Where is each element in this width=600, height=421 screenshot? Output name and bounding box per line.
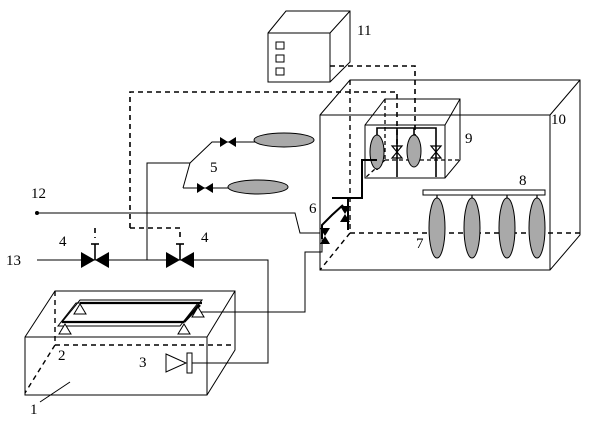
inner-valve-icon (390, 145, 404, 159)
label-2: 2 (58, 348, 66, 364)
label-11: 11 (357, 23, 371, 39)
label-7: 7 (416, 236, 424, 252)
hanging-rail (422, 189, 546, 196)
label-4a: 4 (59, 234, 67, 250)
gas-cylinder (428, 197, 446, 259)
gas-cylinder (498, 197, 516, 259)
label-8: 8 (519, 173, 527, 189)
gas-cylinder (528, 197, 546, 259)
control-box (267, 10, 351, 83)
gas-cylinder (463, 197, 481, 259)
label-10: 10 (551, 112, 566, 128)
label-5: 5 (210, 160, 218, 176)
horizontal-gas-cylinder (253, 132, 315, 148)
tank-box (24, 290, 236, 396)
inner-piping (376, 127, 437, 177)
rail-hangers (436, 195, 538, 202)
small-gas-cylinder (369, 134, 385, 170)
label-13: 13 (6, 253, 21, 269)
callout-labels: 1 2 3 4 4 5 6 7 8 9 10 11 12 13 (6, 23, 566, 418)
branch-valve-icon (220, 137, 236, 147)
control-button-icon (275, 54, 285, 63)
inlet-valve-icon (340, 206, 350, 222)
main-valve-icon (81, 243, 109, 268)
pump-icon (165, 352, 200, 374)
label-3: 3 (139, 355, 147, 371)
horizontal-gas-cylinder (227, 179, 289, 195)
source-point-icon (35, 211, 39, 215)
leader-line (39, 381, 71, 403)
inner-box (364, 98, 461, 179)
label-1: 1 (30, 402, 38, 418)
label-9: 9 (465, 131, 473, 147)
pipelines (37, 141, 323, 364)
inner-valve-icon (429, 145, 443, 159)
label-12: 12 (31, 186, 46, 202)
main-valve-icon (166, 243, 194, 268)
branch-valve-icon (197, 183, 213, 193)
small-gas-cylinder (406, 134, 422, 168)
control-wires (94, 65, 416, 238)
support-platform (56, 299, 205, 335)
label-4b: 4 (201, 230, 209, 246)
label-6: 6 (309, 201, 317, 217)
control-button-icon (275, 67, 285, 76)
control-button-icon (275, 41, 285, 50)
inlet-valve-icon (320, 228, 330, 244)
